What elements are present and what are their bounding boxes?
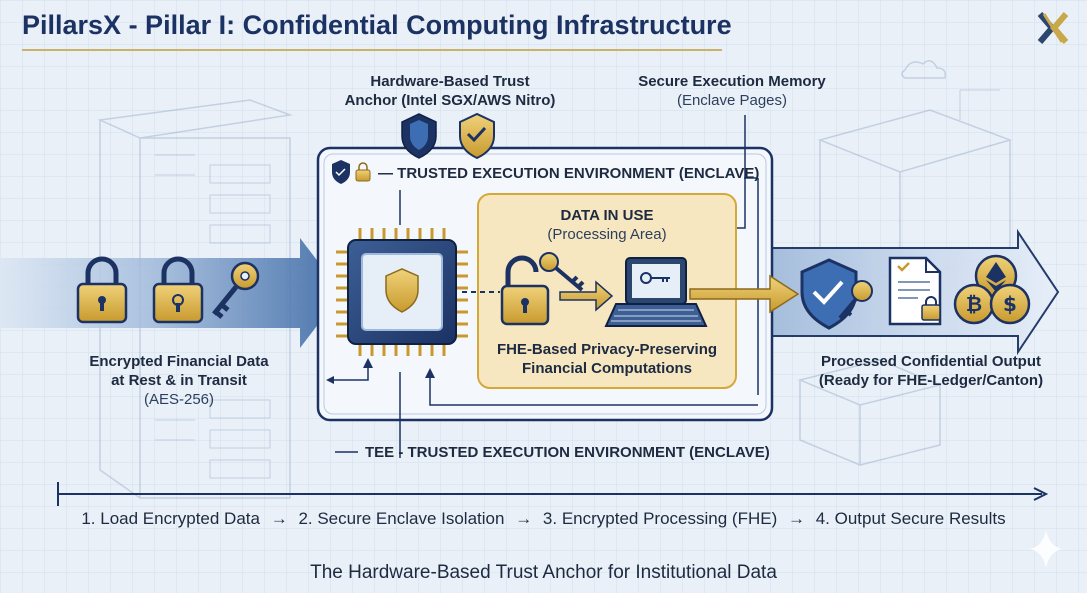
- unlocked-padlock-icon: [500, 255, 550, 326]
- keyhole-padlock-icon: [152, 256, 204, 324]
- title-underline: [22, 49, 722, 51]
- secure-memory-label: Secure Execution Memory (Enclave Pages): [638, 73, 826, 109]
- fhe-computation-label: FHE-Based Privacy-Preserving Financial C…: [496, 341, 718, 377]
- output-shield-icon: [800, 258, 858, 330]
- verified-shield-icon: [459, 112, 495, 160]
- data-in-use-label: DATA IN USE (Processing Area): [547, 207, 667, 243]
- pillarsx-logo: [1037, 12, 1069, 44]
- hardware-shield-icon: [401, 113, 437, 159]
- sparkle-icon: [1030, 530, 1062, 568]
- bitcoin-coin-icon: ₿: [953, 283, 995, 325]
- step-2: 2. Secure Enclave Isolation: [298, 509, 505, 528]
- processing-key-icon: [539, 252, 585, 292]
- hardware-anchor-label: Hardware-Based Trust Anchor (Intel SGX/A…: [344, 73, 556, 109]
- timeline-arrowhead: [1033, 487, 1049, 501]
- feedback-loop-line: [429, 370, 758, 406]
- laptop-computer-icon: [604, 257, 708, 327]
- svg-text:₿: ₿: [966, 292, 982, 316]
- encrypted-data-label: Encrypted Financial Data at Rest & in Tr…: [89, 353, 269, 408]
- output-label: Processed Confidential Output (Ready for…: [818, 353, 1044, 389]
- svg-text:$: $: [1003, 292, 1017, 316]
- secure-document-icon: [888, 256, 942, 326]
- dollar-coin-icon: $: [989, 283, 1031, 325]
- key-icon: [212, 261, 260, 319]
- output-key-icon: [838, 280, 873, 320]
- step-4: 4. Output Secure Results: [815, 509, 1006, 528]
- step-3: 3. Encrypted Processing (FHE): [542, 509, 778, 528]
- enclave-lock-icon: [355, 162, 371, 182]
- process-steps: 1. Load Encrypted Data → 2. Secure Encla…: [0, 509, 1087, 529]
- enclave-output-arrow: [689, 274, 800, 314]
- footer-caption: The Hardware-Based Trust Anchor for Inst…: [310, 562, 777, 583]
- padlock-icon: [76, 256, 128, 324]
- enclave-inner-border: [323, 153, 767, 415]
- tee-bottom-label: TEE - TRUSTED EXECUTION ENVIRONMENT (ENC…: [365, 444, 770, 461]
- processing-flow-arrow: [559, 280, 614, 312]
- page-title: PillarsX - Pillar I: Confidential Comput…: [22, 10, 732, 40]
- server-rack-illustration: [97, 99, 293, 499]
- step-arrow: →: [515, 509, 533, 528]
- tee-header-label: — TRUSTED EXECUTION ENVIRONMENT (ENCLAVE…: [378, 165, 760, 182]
- enclave-shield-icon: [332, 160, 350, 184]
- step-arrow: →: [270, 509, 288, 528]
- step-1: 1. Load Encrypted Data: [81, 509, 260, 528]
- step-arrow: →: [787, 509, 805, 528]
- cpu-chip-icon: [336, 228, 468, 356]
- memory-connector: [737, 115, 746, 229]
